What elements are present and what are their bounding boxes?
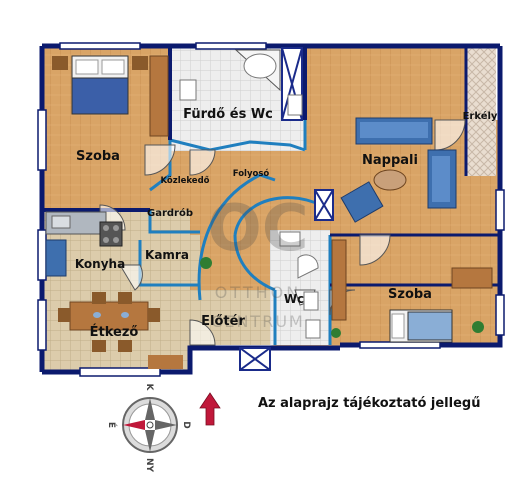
room-label-konyha: Konyha — [75, 257, 125, 271]
compass-label-south: NY — [144, 458, 154, 473]
room-labels: Szoba Fürdő és Wc Közlekedő Folyosó Napp… — [75, 107, 498, 340]
room-label-nappali: Nappali — [362, 153, 418, 168]
watermark: OC OTTHON CENTRUM — [207, 192, 308, 331]
north-arrow-icon — [199, 392, 221, 426]
room-label-kozlekedo: Közlekedő — [160, 176, 209, 186]
room-label-wc: Wc — [284, 292, 304, 306]
room-label-szoba-left: Szoba — [76, 149, 120, 164]
room-label-szoba-right: Szoba — [388, 287, 432, 302]
furniture — [45, 49, 493, 369]
compass-label-north: K — [144, 384, 154, 392]
door-swings — [99, 119, 466, 346]
compass-label-west: É — [106, 422, 118, 428]
room-label-erkely: Erkély — [463, 110, 498, 122]
compass-needle-north — [145, 398, 155, 420]
windows — [37, 42, 505, 377]
room-label-kamra: Kamra — [145, 248, 189, 262]
watermark-mark: OC — [207, 192, 308, 266]
room-label-eloter: Előtér — [201, 314, 245, 329]
compass-label-east: D — [181, 421, 191, 428]
watermark-line2: CENTRUM — [211, 312, 305, 331]
compass: K D NY É — [106, 384, 191, 473]
room-label-gardrob: Gardrób — [147, 207, 193, 219]
compass-needle-south — [145, 430, 155, 452]
room-label-furdo-wc: Fürdő és Wc — [183, 107, 273, 122]
interior-walls — [138, 120, 332, 345]
compass-needle-east — [155, 420, 177, 430]
room-label-etkezo: Étkező — [90, 324, 139, 340]
room-label-folyoso: Folyosó — [233, 168, 270, 179]
watermark-line1: OTTHON — [215, 283, 301, 302]
disclaimer-note: Az alaprajz tájékoztató jellegű — [258, 396, 481, 411]
compass-needle-west — [123, 420, 145, 430]
